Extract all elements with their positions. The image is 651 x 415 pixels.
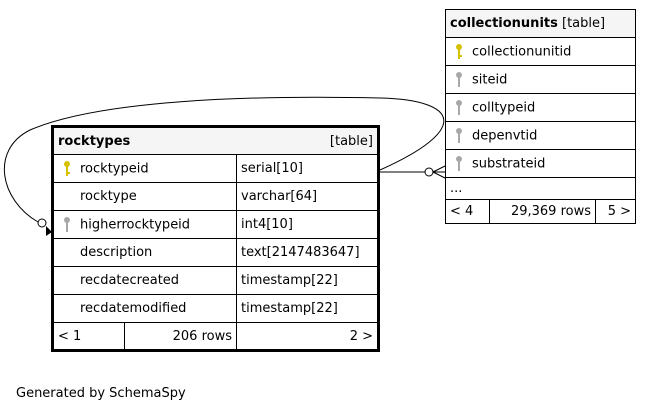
- column-type: text[2147483647]: [236, 238, 379, 267]
- parents-link[interactable]: < 4: [445, 199, 490, 224]
- column-type: int4[10]: [236, 210, 379, 239]
- column-row-recdatecreated: recdatecreated timestamp[22]: [52, 266, 379, 295]
- more-columns-ellipsis: ...: [445, 177, 636, 200]
- column-row-depenvtid: depenvtid: [445, 121, 636, 150]
- collectionunits-header: collectionunits [table]: [445, 9, 636, 38]
- row-count: 29,369 rows: [489, 199, 596, 224]
- foreign-key-icon: [456, 99, 462, 115]
- column-row-rocktype: rocktype varchar[64]: [52, 182, 379, 211]
- column-name[interactable]: higherrocktypeid: [80, 217, 191, 232]
- collectionunits-footer: < 4 29,369 rows 5 >: [445, 199, 636, 224]
- parents-link[interactable]: < 1: [52, 322, 125, 351]
- row-count: 206 rows: [124, 322, 237, 351]
- generated-by-footer: Generated by SchemaSpy: [16, 386, 186, 401]
- primary-key-icon: [456, 43, 462, 59]
- column-name[interactable]: rocktype: [80, 189, 137, 204]
- column-name[interactable]: description: [80, 245, 153, 260]
- column-type: varchar[64]: [236, 182, 379, 211]
- column-row-collectionunitid: collectionunitid: [445, 37, 636, 66]
- rocktypes-footer: < 1 206 rows 2 >: [52, 322, 379, 351]
- more-columns-row: ...: [445, 177, 636, 200]
- column-name[interactable]: collectionunitid: [472, 44, 572, 59]
- column-row-colltypeid: colltypeid: [445, 93, 636, 122]
- collectionunits-type-label: [table]: [562, 16, 606, 31]
- column-name[interactable]: colltypeid: [472, 100, 536, 115]
- foreign-key-icon: [64, 216, 70, 232]
- column-type: serial[10]: [236, 154, 379, 183]
- column-row-recdatemodified: recdatemodified timestamp[22]: [52, 294, 379, 323]
- column-name[interactable]: siteid: [472, 72, 508, 87]
- primary-key-icon: [64, 160, 70, 176]
- column-row-siteid: siteid: [445, 65, 636, 94]
- rocktypes-title[interactable]: rocktypes: [58, 133, 131, 149]
- children-link[interactable]: 2 >: [236, 322, 379, 351]
- column-name[interactable]: rocktypeid: [80, 161, 149, 176]
- column-name[interactable]: substrateid: [472, 156, 546, 171]
- rocktypes-header: rocktypes [table]: [52, 126, 379, 155]
- relation-zero-marker: [424, 167, 434, 177]
- collectionunits-title[interactable]: collectionunits: [450, 16, 558, 31]
- column-name[interactable]: depenvtid: [472, 128, 538, 143]
- relation-higherrocktypeid-self: [3, 96, 445, 223]
- column-row-substrateid: substrateid: [445, 149, 636, 178]
- relation-self-zero-marker: [37, 218, 47, 228]
- column-type: timestamp[22]: [236, 294, 379, 323]
- column-name[interactable]: recdatemodified: [80, 301, 187, 316]
- rocktypes-table[interactable]: rocktypes [table] rocktypeid serial[10] …: [51, 125, 380, 352]
- relation-self-arrow: [46, 226, 52, 236]
- foreign-key-icon: [456, 127, 462, 143]
- foreign-key-icon: [456, 71, 462, 87]
- relation-crowfoot: [432, 165, 446, 179]
- foreign-key-icon: [456, 155, 462, 171]
- column-row-description: description text[2147483647]: [52, 238, 379, 267]
- column-row-higherrocktypeid: higherrocktypeid int4[10]: [52, 210, 379, 239]
- collectionunits-table[interactable]: collectionunits [table] collectionunitid…: [445, 9, 636, 224]
- column-row-rocktypeid: rocktypeid serial[10]: [52, 154, 379, 183]
- column-type: timestamp[22]: [236, 266, 379, 295]
- column-name[interactable]: recdatecreated: [80, 273, 180, 288]
- rocktypes-type-label: [table]: [329, 133, 373, 149]
- children-link[interactable]: 5 >: [595, 199, 636, 224]
